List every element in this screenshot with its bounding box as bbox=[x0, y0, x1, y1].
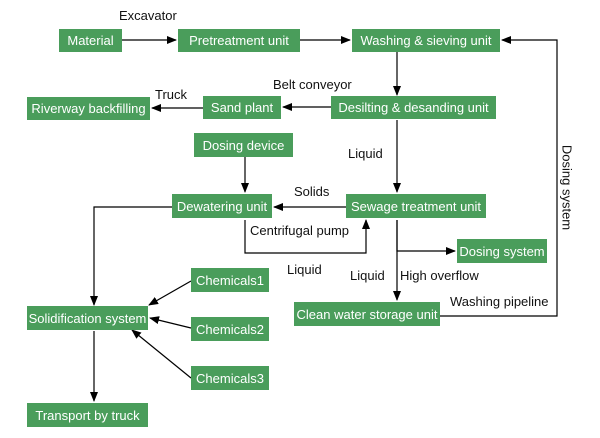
chemicals2-node: Chemicals2 bbox=[191, 317, 269, 341]
chemicals3-node: Chemicals3 bbox=[191, 366, 269, 390]
chemicals1-node: Chemicals1 bbox=[191, 268, 269, 292]
solidification-node: Solidification system bbox=[27, 306, 148, 330]
dosing-system-node: Dosing system bbox=[457, 239, 547, 263]
liquid-label-desilting: Liquid bbox=[348, 146, 383, 161]
desilting-desanding-node: Desilting & desanding unit bbox=[331, 96, 496, 119]
arrow-chemicals1-to-solidification bbox=[148, 280, 192, 306]
excavator-label: Excavator bbox=[119, 8, 177, 23]
solids-label: Solids bbox=[294, 184, 330, 199]
washing-sieving-node: Washing & sieving unit bbox=[352, 29, 500, 52]
centrifugal-pump-label: Centrifugal pump bbox=[250, 223, 349, 238]
arrow-sewage-to-dosingsystem bbox=[396, 220, 456, 255]
washing-pipeline-label: Washing pipeline bbox=[450, 294, 549, 309]
sand-plant-node: Sand plant bbox=[203, 96, 281, 119]
arrow-chemicals2-to-solidification bbox=[149, 316, 192, 329]
arrow-cleanwater-to-washing bbox=[440, 36, 558, 317]
liquid-label-pump: Liquid bbox=[287, 262, 322, 277]
dosing-device-node: Dosing device bbox=[194, 133, 293, 157]
arrow-dewatering-to-sewage-pump bbox=[244, 219, 370, 254]
arrow-chemicals3-to-solidification bbox=[131, 329, 192, 379]
high-overflow-label: High overflow bbox=[400, 268, 479, 283]
arrow-dewatering-to-solidification bbox=[90, 206, 172, 306]
dosing-system-vertical-label: Dosing system bbox=[559, 144, 575, 231]
belt-conveyor-label: Belt conveyor bbox=[273, 77, 352, 92]
sewage-treatment-node: Sewage treatment unit bbox=[346, 194, 486, 218]
material-node: Material bbox=[59, 29, 122, 52]
clean-water-storage-node: Clean water storage unit bbox=[294, 302, 440, 326]
liquid-label-sewage: Liquid bbox=[350, 268, 385, 283]
pretreatment-node: Pretreatment unit bbox=[178, 29, 300, 52]
riverway-backfilling-node: Riverway backfilling bbox=[27, 97, 150, 120]
truck-label: Truck bbox=[155, 87, 188, 102]
dewatering-node: Dewatering unit bbox=[172, 194, 272, 218]
transport-by-truck-node: Transport by truck bbox=[27, 403, 148, 427]
